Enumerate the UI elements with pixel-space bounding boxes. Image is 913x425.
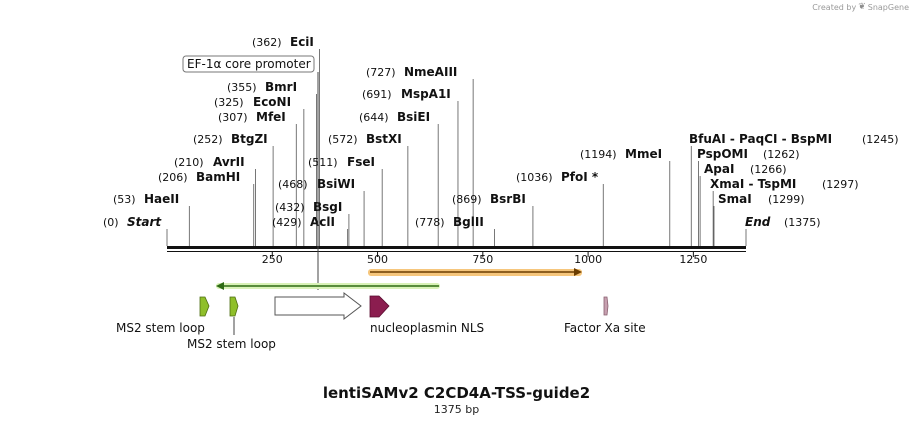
site-name-fsei[interactable]: FseI: [347, 155, 375, 169]
site-name-bsrbi[interactable]: BsrBI: [490, 192, 526, 206]
site-name-btgzi[interactable]: BtgZI: [231, 132, 268, 146]
ruler-tick-label: 750: [472, 253, 493, 266]
site-position-mfei: (307): [218, 111, 248, 124]
site-position-ecii: (362): [252, 36, 282, 49]
ruler-tick-label: 1000: [574, 253, 602, 266]
site-name-pfoi[interactable]: PfoI *: [561, 170, 599, 184]
ruler-tick-label: 500: [367, 253, 388, 266]
backbone-lower: [167, 251, 746, 252]
feature-label-ms2-2: MS2 stem loop: [187, 337, 276, 351]
site-name-bsiwi[interactable]: BsiWI: [317, 177, 355, 191]
site-position-bsgi: (432): [275, 201, 305, 214]
site-name-mmei[interactable]: MmeI: [625, 147, 662, 161]
feature-label-nls: nucleoplasmin NLS: [370, 321, 484, 335]
site-position-btgzi: (252): [193, 133, 223, 146]
site-name-apai[interactable]: ApaI: [704, 162, 734, 176]
map-title: lentiSAMv2 C2CD4A-TSS-guide2: [322, 384, 591, 402]
ruler-tick-label: 250: [262, 253, 283, 266]
promoter-label-box: [182, 55, 315, 73]
site-position-smai: (1299): [768, 193, 805, 206]
credit-brand: SnapGene: [867, 2, 909, 12]
site-name-xmai[interactable]: XmaI - TspMI: [710, 177, 796, 191]
site-name-haeii[interactable]: HaeII: [144, 192, 179, 206]
promoter-label: EF-1α core promoter: [187, 57, 311, 71]
orange-arrow-head: [574, 268, 582, 276]
site-name-pspomi[interactable]: PspOMI: [697, 147, 748, 161]
green-arrow-head: [216, 282, 224, 290]
site-name-bmri[interactable]: BmrI: [265, 80, 297, 94]
site-name-bamhi[interactable]: BamHI: [196, 170, 240, 184]
site-position-bglii: (778): [415, 216, 445, 229]
site-position-bsiei: (644): [359, 111, 389, 124]
site-position-start: (0): [103, 216, 119, 229]
site-marker-lines: [166, 49, 747, 246]
site-labels: (0) Start (53) HaeII (206) BamHI(210) AvrII (25…: [103, 35, 899, 229]
snapgene-credit: Created by ❦ SnapGene: [812, 2, 909, 12]
factor-xa-site-feature[interactable]: [603, 296, 609, 316]
site-name-avrii[interactable]: AvrII: [213, 155, 245, 169]
site-name-end[interactable]: End: [745, 215, 771, 229]
site-position-economi: (325): [214, 96, 244, 109]
site-name-ecii[interactable]: EciI: [290, 35, 314, 49]
site-name-mspa1i[interactable]: MspA1I: [401, 87, 451, 101]
open-arrow-feature[interactable]: [274, 291, 362, 321]
site-position-end: (1375): [784, 216, 821, 229]
map-length: 1375 bp: [433, 403, 480, 416]
site-position-pspomi: (1262): [763, 148, 800, 161]
snapgene-logo-icon: ❦: [858, 2, 866, 12]
site-name-bsgi[interactable]: BsgI: [313, 200, 342, 214]
site-position-xmai: (1297): [822, 178, 859, 191]
site-position-bamhi: (206): [158, 171, 188, 184]
site-position-pfoi: (1036): [516, 171, 553, 184]
site-name-start[interactable]: Start: [127, 215, 162, 229]
site-name-mfei[interactable]: MfeI: [256, 110, 286, 124]
site-position-haeii: (53): [113, 193, 136, 206]
ms2-stem-loop-2-feature[interactable]: [229, 296, 239, 317]
site-position-bsrbi: (869): [452, 193, 482, 206]
site-position-fsei: (511): [308, 156, 338, 169]
site-position-mspa1i: (691): [362, 88, 392, 101]
site-position-nmeaiii: (727): [366, 66, 396, 79]
site-name-nmeaiii[interactable]: NmeAIII: [404, 65, 457, 79]
site-position-bfuai: (1245): [862, 133, 899, 146]
site-name-bglii[interactable]: BglII: [453, 215, 484, 229]
credit-prefix: Created by: [812, 2, 857, 12]
site-name-bfuai[interactable]: BfuAI - PaqCI - BspMI: [689, 132, 832, 146]
site-position-mmei: (1194): [580, 148, 617, 161]
site-position-bsiwi: (468): [278, 178, 308, 191]
site-name-economi[interactable]: EcoNI: [253, 95, 291, 109]
site-name-acli[interactable]: AclI: [310, 215, 335, 229]
nucleoplasmin-nls-feature[interactable]: [369, 295, 390, 318]
site-position-avrii: (210): [174, 156, 204, 169]
site-name-bstxi[interactable]: BstXI: [366, 132, 402, 146]
site-position-apai: (1266): [750, 163, 787, 176]
site-name-bsiei[interactable]: BsiEI: [397, 110, 430, 124]
ms2-stem-loop-1-feature[interactable]: [199, 296, 210, 317]
ruler-ticks: 250 500 750 1000 1250: [262, 252, 707, 266]
feature-label-ms2-1: MS2 stem loop: [116, 321, 205, 335]
site-name-smai[interactable]: SmaI: [718, 192, 752, 206]
feature-label-factor-xa: Factor Xa site: [564, 321, 646, 335]
site-position-bstxi: (572): [328, 133, 358, 146]
site-position-bmri: (355): [227, 81, 257, 94]
backbone-upper: [167, 246, 746, 249]
ruler-tick-label: 1250: [679, 253, 707, 266]
site-position-acli: (429): [272, 216, 302, 229]
